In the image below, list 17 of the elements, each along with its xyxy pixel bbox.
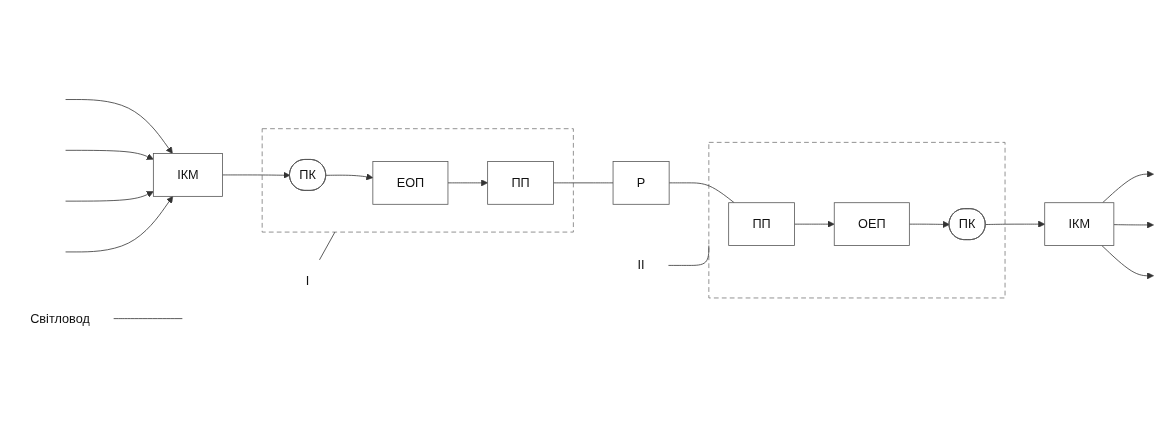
node-box: ЕОП: [372, 161, 449, 205]
cluster: [708, 142, 1006, 299]
node-box: ПП: [487, 161, 554, 205]
node-text: Світловод: [30, 311, 90, 325]
node-box: ІКМ: [1044, 202, 1115, 246]
node-text: I: [305, 274, 310, 288]
connector: [668, 182, 735, 204]
node-box: ПП: [728, 202, 795, 246]
connector: [113, 318, 183, 319]
node-box: ІКМ: [152, 153, 223, 197]
connector: [668, 245, 710, 266]
node-text: II: [637, 258, 645, 272]
connector: [319, 231, 336, 261]
connector: [553, 182, 614, 184]
cluster: [261, 128, 574, 233]
node-box: Р: [612, 161, 670, 205]
node-box: ОЕП: [833, 202, 910, 246]
